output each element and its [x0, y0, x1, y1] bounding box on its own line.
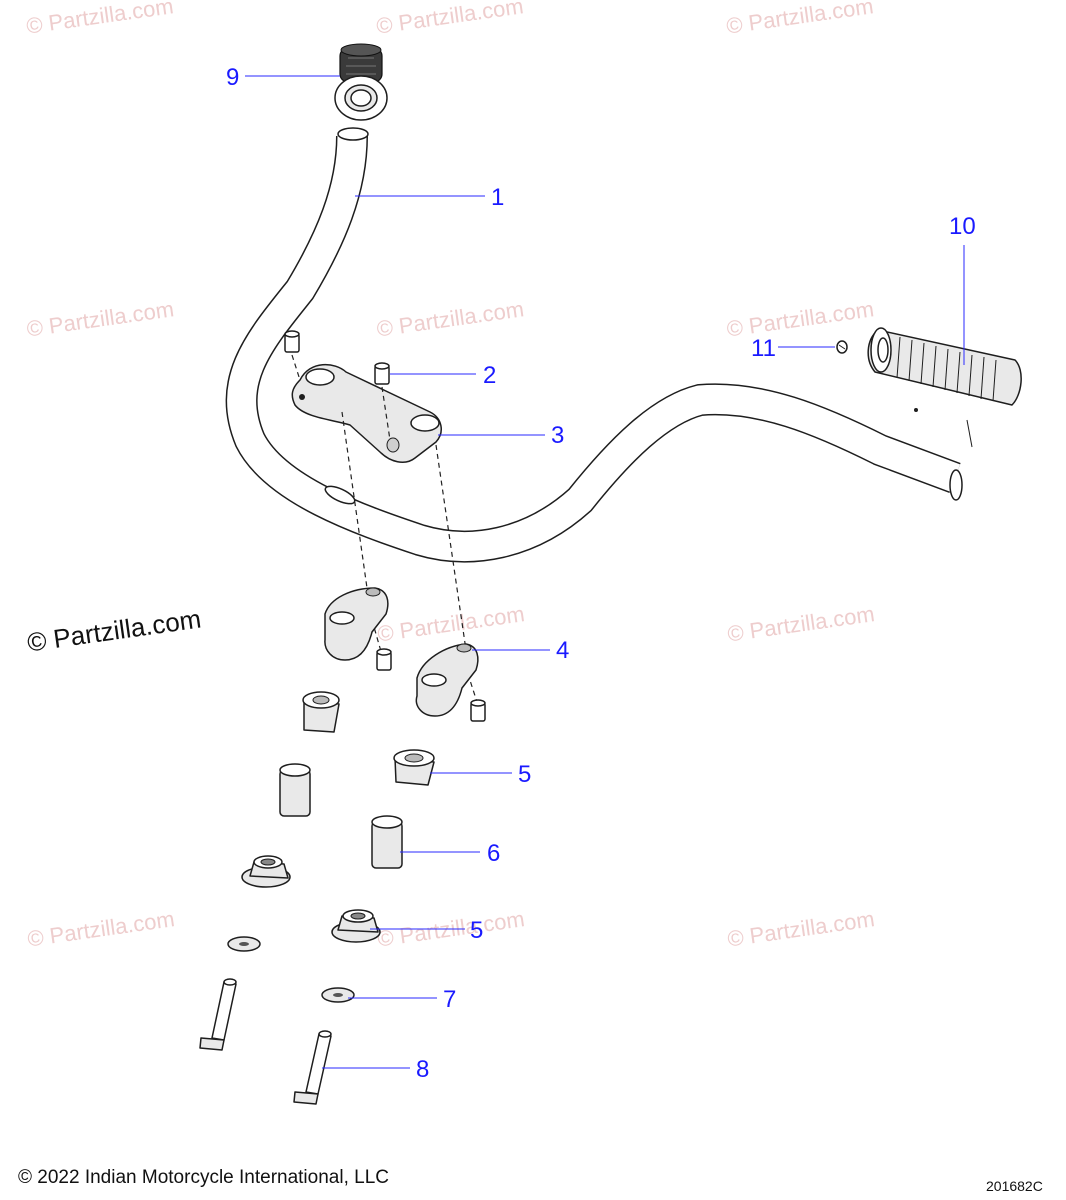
long-bolt-part [199, 978, 332, 1105]
watermark: © Partzilla.com [726, 906, 876, 951]
callout-7: 7 [443, 986, 456, 1013]
callout-10: 10 [949, 213, 976, 240]
watermark: © Partzilla.com [726, 601, 876, 646]
alignment-lines [291, 354, 479, 706]
callout-2: 2 [483, 362, 496, 389]
callout-3: 3 [551, 422, 564, 449]
callout-8: 8 [416, 1056, 429, 1083]
lower-bushing-part [241, 855, 381, 943]
watermark: © Partzilla.com [375, 0, 525, 39]
watermark: © Partzilla.com [725, 296, 875, 341]
handlebar-part [225, 127, 973, 563]
small-screw-part [836, 340, 848, 354]
spacer-part [279, 763, 403, 869]
callout-11: 11 [751, 335, 776, 362]
callout-4: 4 [556, 637, 569, 664]
callout-6: 6 [487, 840, 500, 867]
callout-5-lower: 5 [470, 917, 483, 944]
washer-part [227, 936, 355, 1003]
watermark: © Partzilla.com [26, 906, 176, 951]
callouts: 9 1 2 3 4 5 6 5 7 8 10 11 [226, 64, 976, 1083]
watermark: © Partzilla.com [725, 0, 875, 39]
riser-part [324, 587, 486, 722]
copyright-text: © 2022 Indian Motorcycle International, … [18, 1167, 389, 1188]
callout-1: 1 [491, 184, 504, 211]
clamp-bolt-part [284, 330, 390, 385]
leader-lines [245, 75, 965, 1069]
watermark: © Partzilla.com [25, 296, 175, 341]
bar-end-cap-part [334, 43, 388, 121]
grip-part [867, 327, 1022, 406]
watermark-layer: © Partzilla.com © Partzilla.com © Partzi… [25, 0, 876, 952]
upper-bushing-part [302, 691, 435, 786]
watermark: © Partzilla.com [25, 0, 175, 39]
drawing-code: 201682C [986, 1178, 1043, 1194]
watermark: © Partzilla.com [375, 296, 525, 341]
watermark: © Partzilla.com [376, 601, 526, 646]
callout-9: 9 [226, 64, 239, 91]
top-clamp-part [291, 364, 442, 464]
callout-5-upper: 5 [518, 761, 531, 788]
watermark-main: © Partzilla.com [25, 603, 203, 657]
